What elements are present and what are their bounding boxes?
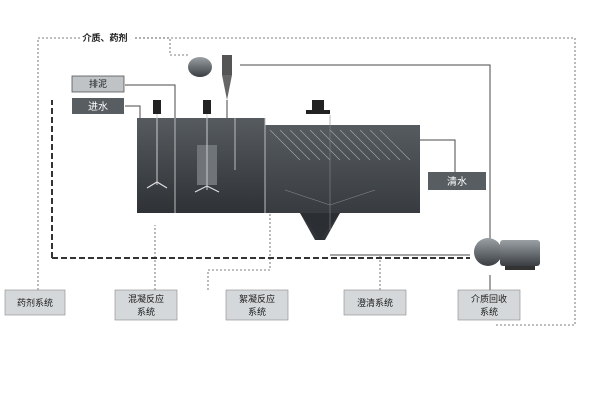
chemicals-label: 介质、药剂 — [81, 32, 127, 44]
chemicals-feed-line — [135, 37, 576, 326]
dosing-label: 药剂系统 — [17, 297, 53, 309]
dosing-line — [37, 37, 80, 292]
coag-label-1: 混凝反应 — [128, 293, 164, 305]
hydrocyclone — [188, 55, 232, 118]
inlet-label: 进水 — [88, 101, 108, 113]
clear-water-pipe — [420, 139, 456, 172]
solid-pipes — [125, 64, 491, 290]
internal-baffles — [174, 118, 266, 213]
inlet-pipe — [125, 105, 141, 118]
settling-tank — [137, 100, 420, 240]
chemicals-to-cyclone — [135, 37, 190, 56]
inlet-box: 进水 — [72, 98, 124, 114]
clear-water-box: 清水 — [428, 172, 486, 190]
clarify-system-box: 澄清系统 — [343, 289, 407, 316]
dosing-system-box: 药剂系统 — [4, 289, 66, 316]
recovery-system-box: 介质回收 系统 — [457, 289, 521, 321]
sludge-pipe — [125, 84, 176, 118]
mixer-coag — [146, 100, 168, 189]
mixer-floc — [194, 100, 220, 193]
floc-system-box: 絮凝反应 系统 — [225, 289, 289, 321]
clear-water-label: 清水 — [447, 175, 467, 188]
coag-label-2: 系统 — [137, 306, 155, 318]
floc-label-2: 系统 — [248, 306, 266, 318]
scraper — [284, 115, 376, 230]
inclined-plates — [269, 129, 411, 161]
floc-link — [207, 190, 271, 290]
cyclone-to-pump — [240, 64, 491, 240]
coag-system-box: 混凝反应 系统 — [114, 289, 178, 321]
sludge-box: 排泥 — [71, 75, 125, 93]
tank-hopper — [300, 213, 340, 240]
recovery-pump — [474, 238, 540, 270]
recovery-label-2: 系统 — [480, 306, 498, 318]
floc-label-1: 絮凝反应 — [239, 293, 275, 305]
sludge-label: 排泥 — [89, 78, 107, 90]
recovery-label-1: 介质回收 — [471, 293, 507, 305]
scraper-drive — [306, 100, 330, 114]
clarify-label: 澄清系统 — [357, 297, 393, 309]
